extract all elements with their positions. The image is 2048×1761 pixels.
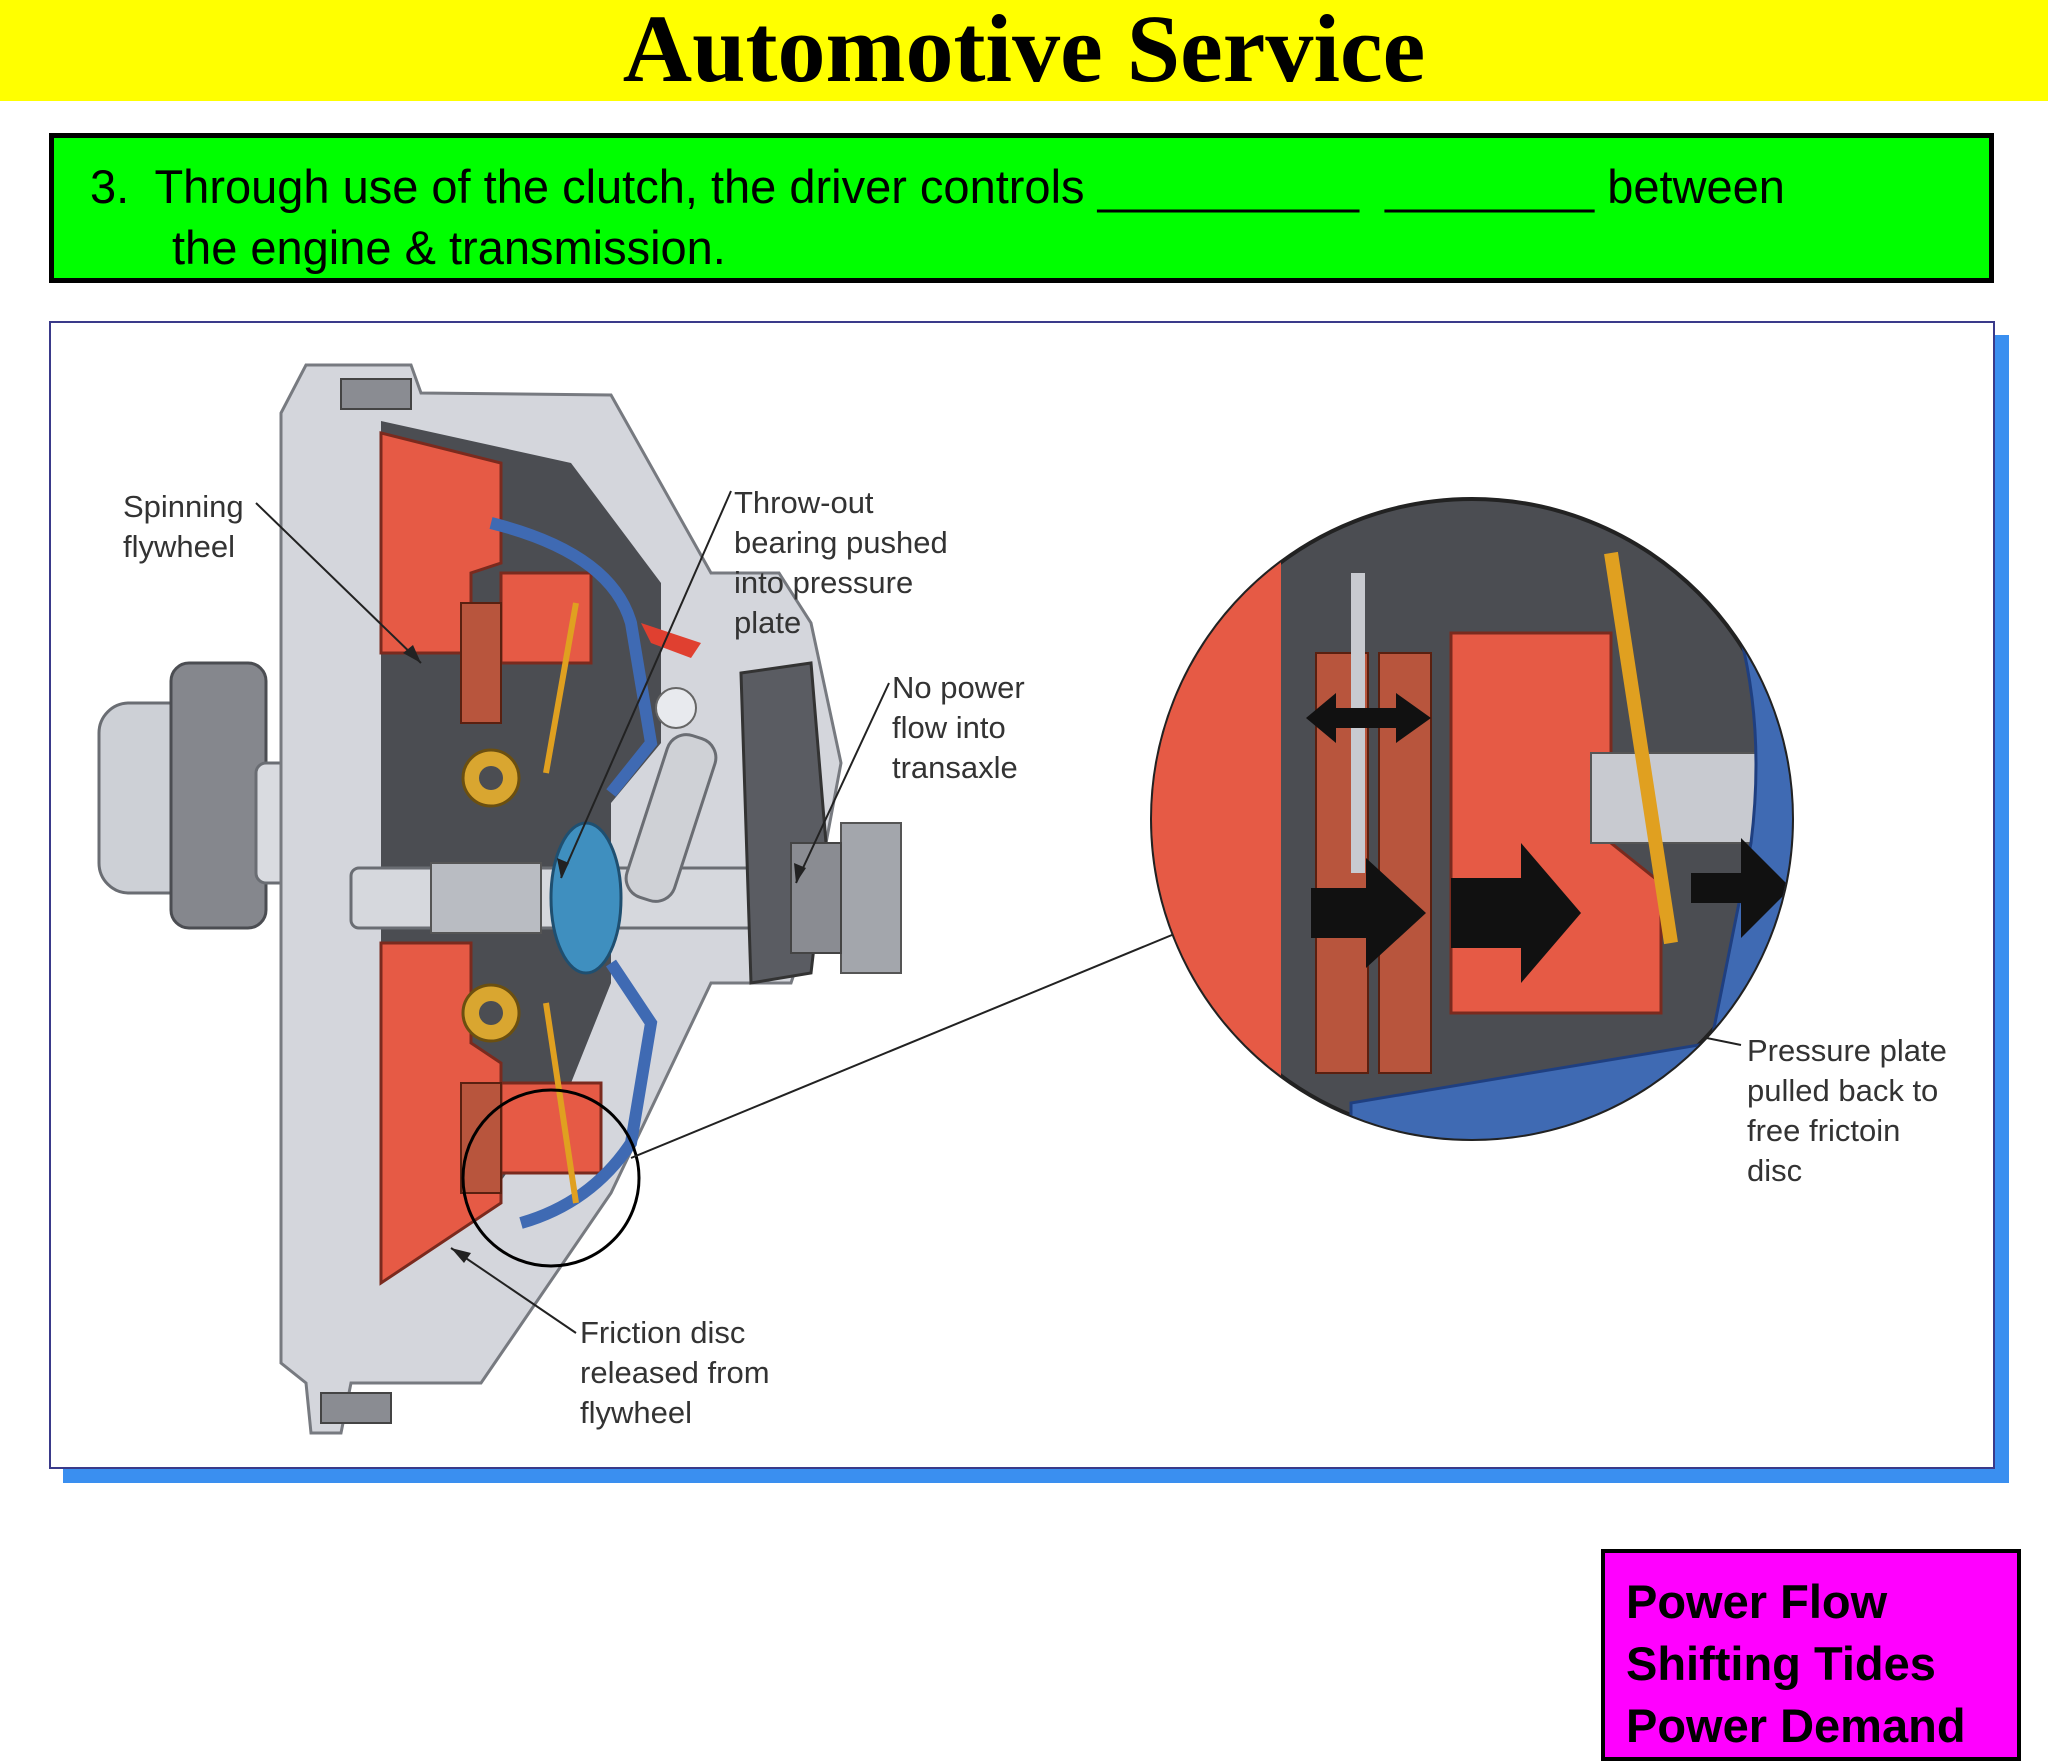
magnified-detail — [1150, 497, 1794, 1141]
leader-lines — [255, 490, 1742, 1334]
release-bearings — [461, 748, 521, 1043]
answer-option-1: Power Flow — [1626, 1575, 1888, 1628]
answer-option-2: Shifting Tides — [1626, 1637, 1936, 1690]
label-friction-disc: Friction disc released from flywheel — [580, 1315, 770, 1430]
label-spinning-flywheel: Spinning flywheel — [123, 489, 244, 564]
page-title: Automotive Service — [622, 0, 1426, 102]
answer-option-3: Power Demand — [1626, 1699, 1966, 1752]
question-box: 3. Through use of the clutch, the driver… — [49, 133, 1994, 283]
input-shaft — [349, 687, 866, 975]
label-throwout-bearing: Throw-out bearing pushed into pressure p… — [734, 485, 948, 640]
label-pressure-plate: Pressure plate pulled back to free frict… — [1747, 1033, 1947, 1188]
clutch-cutaway-illustration — [97, 363, 1794, 1435]
answer-options-box: Power Flow Shifting Tides Power Demand — [1601, 1549, 2021, 1761]
detail-callout-circle — [461, 1088, 641, 1268]
red-force-arrow — [641, 623, 701, 658]
label-no-power-flow: No power flow into transaxle — [892, 670, 1025, 785]
clutch-diagram-frame: Spinning flywheel Throw-out bearing push… — [49, 321, 2021, 1761]
question-line-1: 3. Through use of the clutch, the driver… — [90, 160, 1785, 213]
title-bar: Automotive Service — [0, 0, 2048, 101]
question-line-2: the engine & transmission. — [172, 221, 726, 274]
transaxle-housing — [739, 661, 902, 985]
